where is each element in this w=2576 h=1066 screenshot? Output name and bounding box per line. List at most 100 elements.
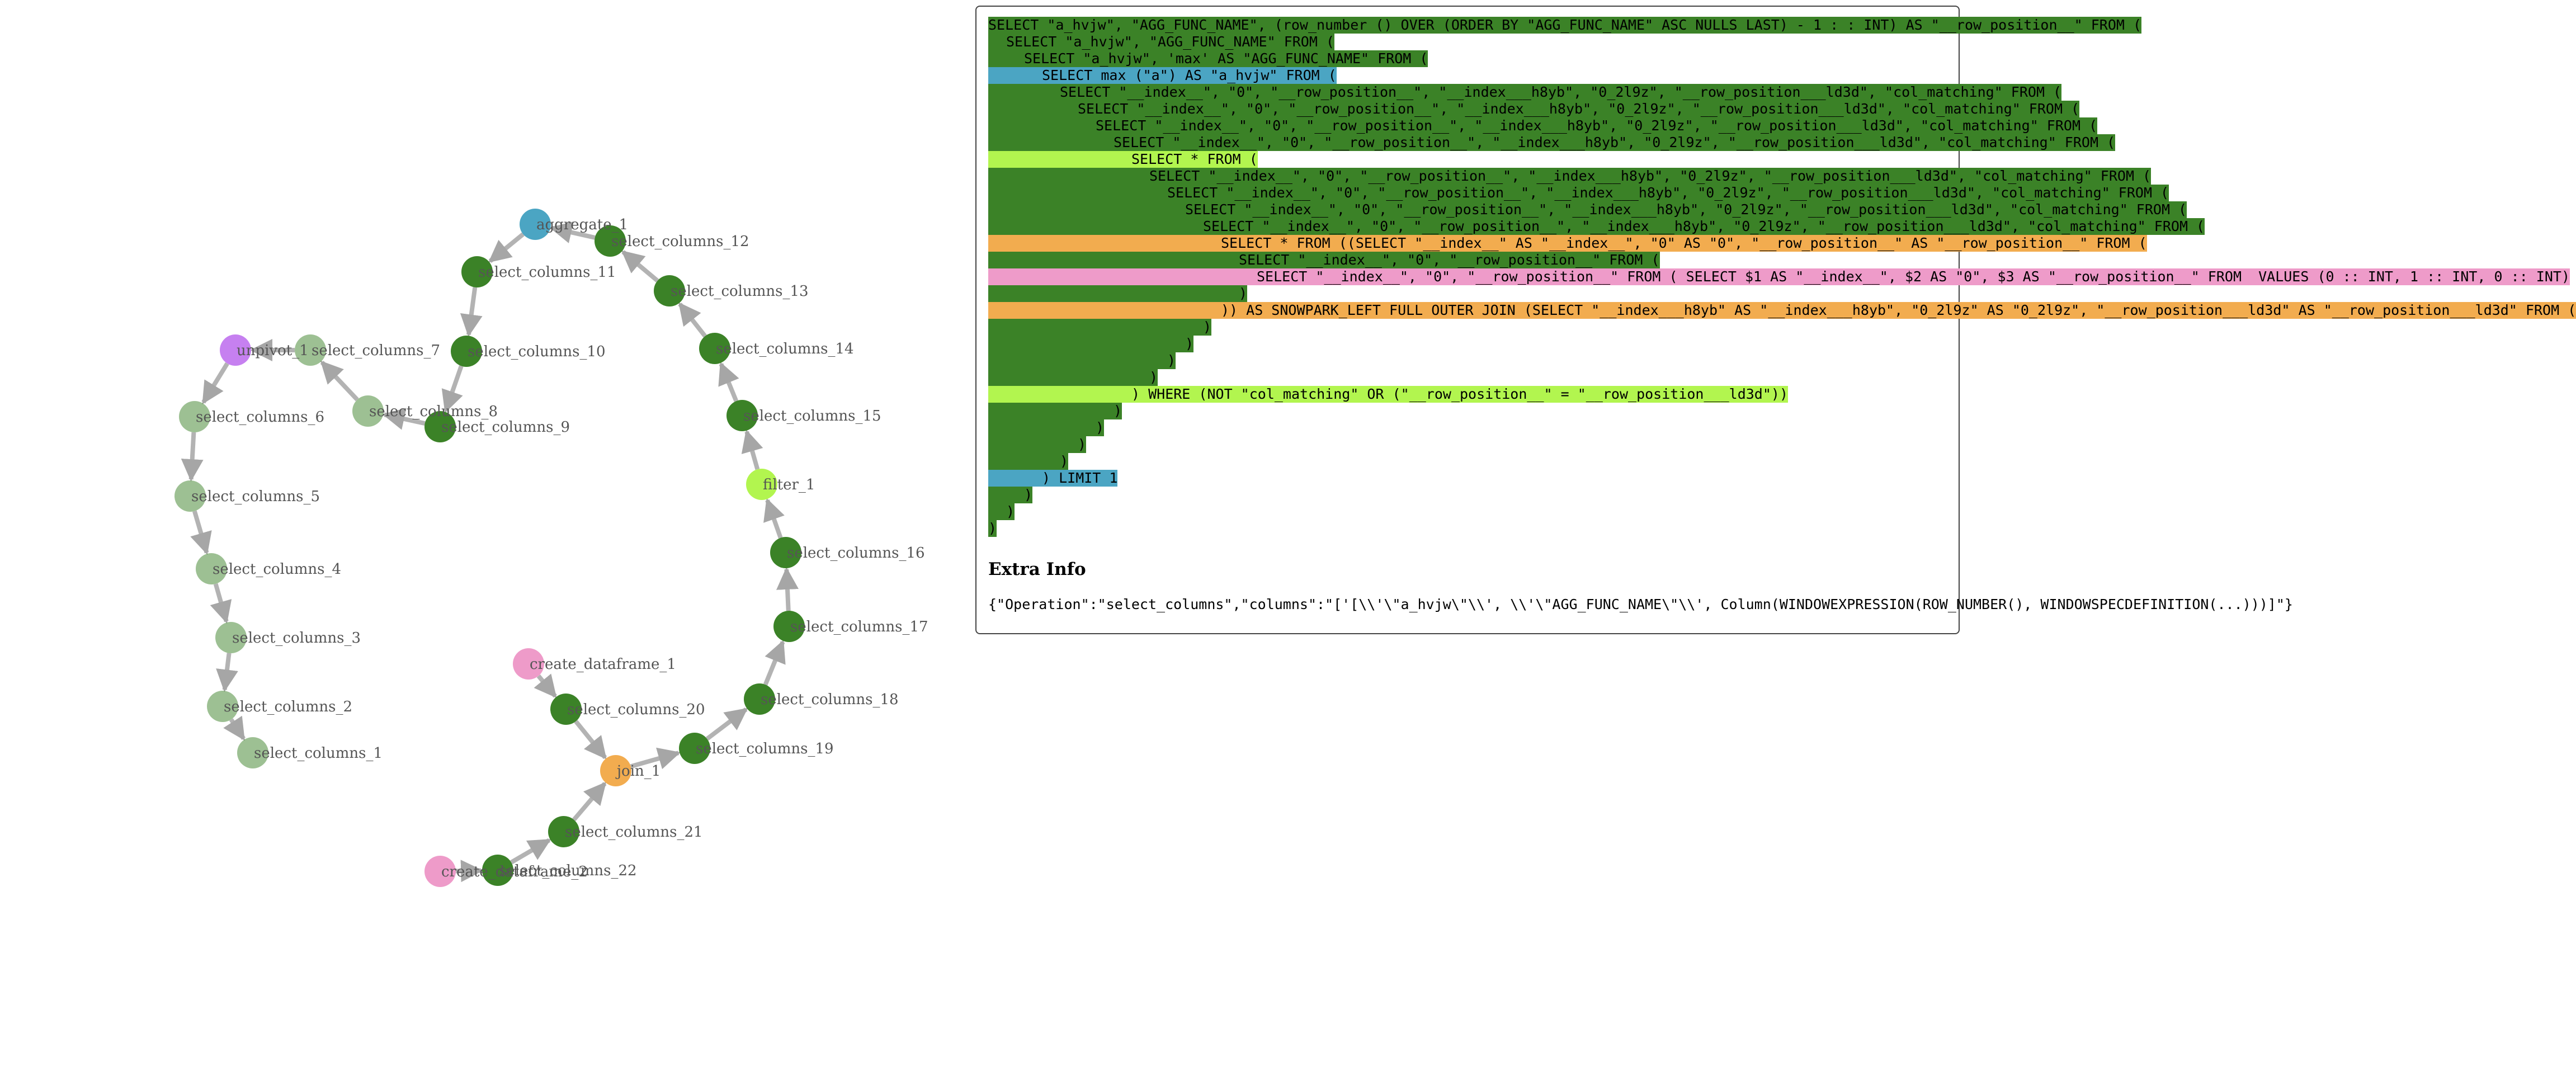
node-select_columns_20[interactable]	[550, 694, 582, 725]
sql-segment-select_columns[interactable]: )	[1006, 503, 1015, 520]
edge-select_columns_22-to-select_columns_21	[510, 838, 551, 865]
edge-filter_1-to-select_columns_15	[741, 430, 763, 470]
node-select_columns_5[interactable]	[174, 480, 206, 512]
sql-segment-join[interactable]: SELECT * FROM ((SELECT "__index__" AS "_…	[1221, 235, 2147, 252]
sql-segment-select_columns[interactable]: SELECT "__index__", "0", "__row_position…	[1096, 117, 2098, 134]
sql-indent	[988, 218, 1203, 235]
node-label-select_columns_4: select_columns_4	[213, 561, 341, 578]
sql-segment-select_columns[interactable]: )	[1203, 319, 1212, 336]
node-label-aggregate_1: aggregate_1	[536, 216, 628, 233]
sql-segment-filter[interactable]: ) WHERE (NOT "col_matching" OR ("__row_p…	[1131, 386, 1788, 403]
sql-segment-select_columns[interactable]: )	[1060, 453, 1069, 470]
sql-segment-select_columns[interactable]: SELECT "a_hvjw", 'max' AS "AGG_FUNC_NAME…	[1024, 50, 1428, 67]
node-join_1[interactable]	[600, 755, 631, 786]
sql-indent	[988, 50, 1024, 67]
node-select_columns_8[interactable]	[352, 395, 384, 427]
graph-nodes	[174, 209, 805, 887]
node-select_columns_22[interactable]	[482, 855, 513, 886]
node-select_columns_16[interactable]	[770, 537, 801, 568]
edge-select_columns_21-to-join_1	[572, 781, 607, 822]
node-select_columns_21[interactable]	[548, 816, 579, 847]
node-select_columns_1[interactable]	[237, 737, 268, 768]
node-select_columns_17[interactable]	[773, 611, 805, 642]
sql-indent	[988, 134, 1114, 151]
sql-segment-select_columns[interactable]: SELECT "__index__", "0", "__row_position…	[1114, 134, 2116, 151]
sql-indent	[988, 101, 1078, 117]
sql-segment-select_columns[interactable]: SELECT "a_hvjw", "AGG_FUNC_NAME" FROM (	[1006, 34, 1334, 50]
sql-segment-select_columns[interactable]: )	[1239, 285, 1248, 302]
node-select_columns_6[interactable]	[179, 401, 210, 432]
edge-join_1-to-select_columns_19	[630, 747, 681, 770]
sql-line: SELECT "__index__", "0", "__row_position…	[988, 168, 2576, 185]
sql-line: SELECT "__index__", "0", "__row_position…	[988, 134, 2576, 151]
sql-segment-select_columns[interactable]: SELECT "__index__", "0", "__row_position…	[1078, 101, 2080, 117]
sql-line: SELECT "a_hvjw", "AGG_FUNC_NAME" FROM (	[988, 34, 2576, 50]
sql-code-block: SELECT "a_hvjw", "AGG_FUNC_NAME", (row_n…	[988, 17, 2576, 537]
edge-select_columns_3-to-select_columns_2	[216, 653, 238, 692]
node-select_columns_2[interactable]	[207, 691, 238, 722]
node-label-select_columns_16: select_columns_16	[787, 545, 925, 562]
sql-segment-select_columns[interactable]: )	[1114, 403, 1122, 419]
dataframe-operation-graph: select_columns_1select_columns_2select_c…	[174, 209, 928, 887]
edge-select_columns_15-to-select_columns_14	[718, 362, 739, 402]
sql-segment-select_columns[interactable]: SELECT "__index__", "0", "__row_position…	[1185, 201, 2187, 218]
node-label-create_dataframe_2: create_dataframe_2	[441, 864, 588, 880]
node-label-select_columns_1: select_columns_1	[254, 745, 383, 762]
sql-segment-select_columns[interactable]: )	[1149, 369, 1158, 386]
sql-segment-select_columns[interactable]: )	[1167, 352, 1176, 369]
node-select_columns_12[interactable]	[595, 225, 626, 257]
sql-line: )	[988, 520, 2576, 537]
node-select_columns_15[interactable]	[726, 400, 758, 431]
sql-line: ) LIMIT 1	[988, 470, 2576, 487]
sql-segment-aggregate[interactable]: SELECT max ("a") AS "a_hvjw" FROM (	[1042, 67, 1337, 84]
node-select_columns_9[interactable]	[424, 411, 456, 442]
node-create_dataframe_1[interactable]	[513, 648, 544, 680]
sql-segment-select_columns[interactable]: )	[988, 520, 997, 537]
sql-line: SELECT "__index__", "0", "__row_position…	[988, 252, 2576, 268]
sql-indent	[988, 470, 1042, 487]
node-aggregate_1[interactable]	[520, 209, 551, 240]
sql-segment-select_columns[interactable]: SELECT "a_hvjw", "AGG_FUNC_NAME", (row_n…	[988, 17, 2142, 34]
sql-line: )	[988, 285, 2576, 302]
sql-segment-select_columns[interactable]: )	[1185, 336, 1194, 352]
edge-select_columns_19-to-select_columns_18	[705, 707, 748, 741]
node-select_columns_13[interactable]	[654, 275, 685, 306]
node-filter_1[interactable]	[746, 469, 777, 500]
sql-segment-filter[interactable]: SELECT * FROM (	[1131, 151, 1258, 168]
edge-select_columns_14-to-select_columns_13	[678, 302, 707, 338]
sql-segment-select_columns[interactable]: )	[1024, 487, 1033, 503]
sql-segment-select_columns[interactable]: SELECT "__index__", "0", "__row_position…	[1203, 218, 2205, 235]
sql-segment-select_columns[interactable]: SELECT "__index__", "0", "__row_position…	[1239, 252, 1660, 268]
sql-line: )	[988, 319, 2576, 336]
edge-select_columns_18-to-select_columns_17	[763, 640, 786, 686]
graph-labels: select_columns_1select_columns_2select_c…	[191, 216, 928, 880]
sql-indent	[988, 352, 1167, 369]
node-select_columns_11[interactable]	[461, 256, 493, 287]
sql-indent	[988, 168, 1149, 185]
sql-segment-join[interactable]: )) AS SNOWPARK_LEFT FULL OUTER JOIN (SEL…	[1221, 302, 2576, 319]
sql-segment-select_columns[interactable]: SELECT "__index__", "0", "__row_position…	[1167, 185, 2169, 201]
node-select_columns_10[interactable]	[451, 336, 482, 367]
sql-indent	[988, 185, 1167, 201]
sql-segment-create_dataframe[interactable]: SELECT "__index__", "0", "__row_position…	[1257, 268, 2570, 285]
node-select_columns_7[interactable]	[295, 334, 326, 366]
sql-segment-select_columns[interactable]: SELECT "__index__", "0", "__row_position…	[1149, 168, 2152, 185]
sql-segment-select_columns[interactable]: )	[1078, 436, 1087, 453]
node-select_columns_3[interactable]	[215, 622, 247, 653]
sql-segment-aggregate[interactable]: ) LIMIT 1	[1042, 470, 1118, 487]
node-label-filter_1: filter_1	[763, 477, 815, 493]
edge-select_columns_13-to-select_columns_12	[621, 250, 659, 283]
sql-line: SELECT "__index__", "0", "__row_position…	[988, 117, 2576, 134]
sql-segment-select_columns[interactable]: SELECT "__index__", "0", "__row_position…	[1060, 84, 2062, 101]
node-select_columns_18[interactable]	[744, 683, 775, 715]
sql-line: SELECT "__index__", "0", "__row_position…	[988, 185, 2576, 201]
sql-segment-select_columns[interactable]: )	[1096, 419, 1105, 436]
node-select_columns_14[interactable]	[699, 333, 730, 364]
node-select_columns_4[interactable]	[196, 553, 227, 584]
extra-info-title: Extra Info	[988, 559, 1086, 579]
sql-line: )) AS SNOWPARK_LEFT FULL OUTER JOIN (SEL…	[988, 302, 2576, 319]
edge-select_columns_8-to-select_columns_7	[320, 360, 359, 402]
node-create_dataframe_2[interactable]	[424, 856, 456, 887]
node-select_columns_19[interactable]	[679, 733, 710, 764]
node-unpivot_1[interactable]	[220, 334, 251, 366]
